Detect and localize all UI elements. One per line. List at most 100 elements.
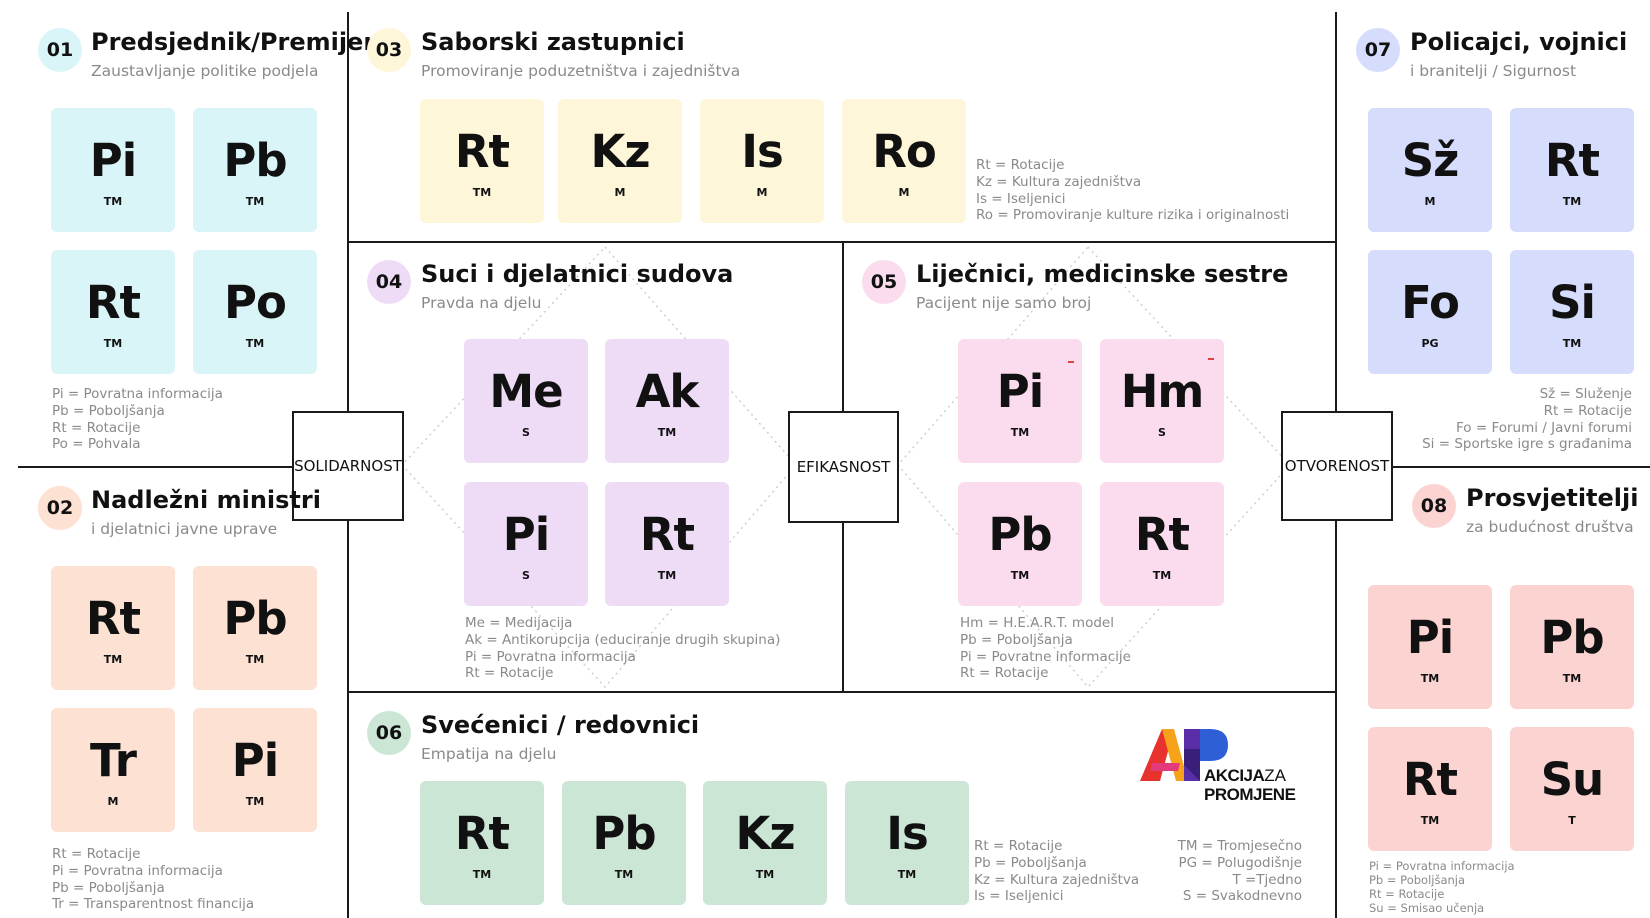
legend: Rt = Rotacije Pb = Poboljšanja Kz = Kult… (974, 838, 1139, 905)
tile-frequency: TM (1420, 814, 1440, 827)
section-title: Prosvjetitelji (1466, 484, 1639, 512)
value-solidarnost: SOLIDARNOST (292, 411, 404, 521)
legend-item: Pi = Povratna informacija (52, 386, 223, 402)
tile-frequency: TM (245, 337, 265, 350)
tile-frequency: T (1568, 814, 1576, 827)
tile-symbol: Rt (639, 508, 695, 561)
legend-item: Hm = H.E.A.R.T. model (960, 615, 1114, 631)
tile-symbol: Rt (1134, 508, 1190, 561)
legend-item: Pi = Povratne informacije (960, 648, 1131, 665)
frequency-legend: TM = Tromjesečno PG = Polugodišnje T =Tj… (1178, 838, 1302, 905)
legend-item: Ak = Antikorupcija (educiranje drugih sk… (465, 631, 781, 648)
logo-text: AKCIJAZA PROMJENE (1204, 766, 1296, 805)
tile-symbol: Pb (1540, 611, 1604, 664)
tile-frequency: TM (1562, 337, 1582, 350)
tile-frequency: S (522, 426, 530, 439)
legend-item: Rt = Rotacije (52, 846, 141, 862)
legend-item: Po = Pohvala (52, 436, 141, 453)
tile-symbol: Pi (502, 508, 550, 561)
tile-frequency: S (1158, 426, 1166, 439)
legend: Rt = Rotacije Kz = Kultura zajedništva I… (976, 157, 1289, 224)
section-title: Nadležni ministri (91, 486, 321, 514)
section-subtitle: Empatija na djelu (421, 745, 557, 763)
tile-symbol: Fo (1401, 276, 1460, 329)
section-number: 08 (1412, 484, 1456, 528)
section-title: Saborski zastupnici (421, 28, 685, 56)
legend-item: TM = Tromjesečno (1177, 838, 1302, 854)
red-mark (1068, 361, 1074, 363)
tile-symbol: Hm (1120, 365, 1205, 418)
legend-item: Pi = Povratna informacija (52, 862, 223, 879)
tile-symbol: Pi (231, 734, 279, 787)
legend: Me = Medijacija Ak = Antikorupcija (educ… (465, 615, 780, 682)
divider-right-mid (1335, 466, 1650, 468)
legend-item: PG = Polugodišnje (1178, 854, 1302, 871)
legend-item: Pi = Povratna informacija (465, 648, 636, 665)
section-number: 05 (862, 260, 906, 304)
legend: Pi = Povratna informacija Pb = Poboljšan… (52, 386, 223, 453)
tile-frequency: TM (1562, 195, 1582, 208)
akcija-za-promjene-logo: AKCIJAZA PROMJENE (1138, 725, 1308, 805)
section-subtitle: Pacijent nije samo broj (916, 294, 1092, 312)
tile-symbol: Po (224, 276, 287, 329)
legend-item: Si = Sportske igre s građanima (1422, 436, 1632, 453)
tile-frequency: TM (1010, 569, 1030, 582)
tile-frequency: TM (472, 868, 492, 881)
section-subtitle: Zaustavljanje politike podjela (91, 62, 319, 80)
logo-text-line2: PROMJENE (1204, 785, 1296, 804)
legend-item: Sž = Služenje (1539, 386, 1632, 402)
tile-frequency: TM (657, 569, 677, 582)
tile-symbol: Tr (90, 734, 137, 787)
tile-symbol: Rt (454, 807, 510, 860)
tile-symbol: Pb (223, 134, 287, 187)
legend-item: Rt = Rotacije (960, 665, 1049, 682)
section-subtitle: za budućnost društva (1466, 518, 1634, 536)
tile-frequency: TM (103, 195, 123, 208)
tile-frequency: TM (1152, 569, 1172, 582)
section-subtitle: Pravda na djelu (421, 294, 542, 312)
tile-symbol: Rt (85, 592, 141, 645)
tile-symbol: Ak (635, 365, 700, 418)
legend-item: T =Tjedno (1232, 871, 1302, 888)
tile-symbol: Si (1549, 276, 1596, 329)
tile-symbol: Ro (872, 125, 937, 178)
tile-frequency: TM (1562, 672, 1582, 685)
legend-item: Fo = Forumi / Javni forumi (1456, 419, 1632, 436)
legend-item: Rt = Rotacije (1543, 402, 1632, 419)
tile-symbol: Me (489, 365, 563, 418)
tile-symbol: Pi (89, 134, 137, 187)
value-efikasnost: EFIKASNOST (788, 411, 899, 523)
legend-item: Pb = Poboljšanja (1369, 873, 1466, 887)
section-number: 07 (1356, 28, 1400, 72)
tile-symbol: Rt (454, 125, 510, 178)
legend-item: Pb = Poboljšanja (52, 879, 165, 896)
section-number: 01 (38, 28, 82, 72)
tile-symbol: Kz (590, 125, 650, 178)
section-title: Policajci, vojnici (1410, 28, 1628, 56)
tile-frequency: TM (245, 653, 265, 666)
tile-frequency: TM (897, 868, 917, 881)
tile-frequency: TM (245, 795, 265, 808)
tile-frequency: M (756, 186, 768, 199)
tile-frequency: TM (657, 426, 677, 439)
logo-mark-icon (1140, 729, 1228, 781)
logo-text-line1: AKCIJA (1204, 766, 1265, 785)
